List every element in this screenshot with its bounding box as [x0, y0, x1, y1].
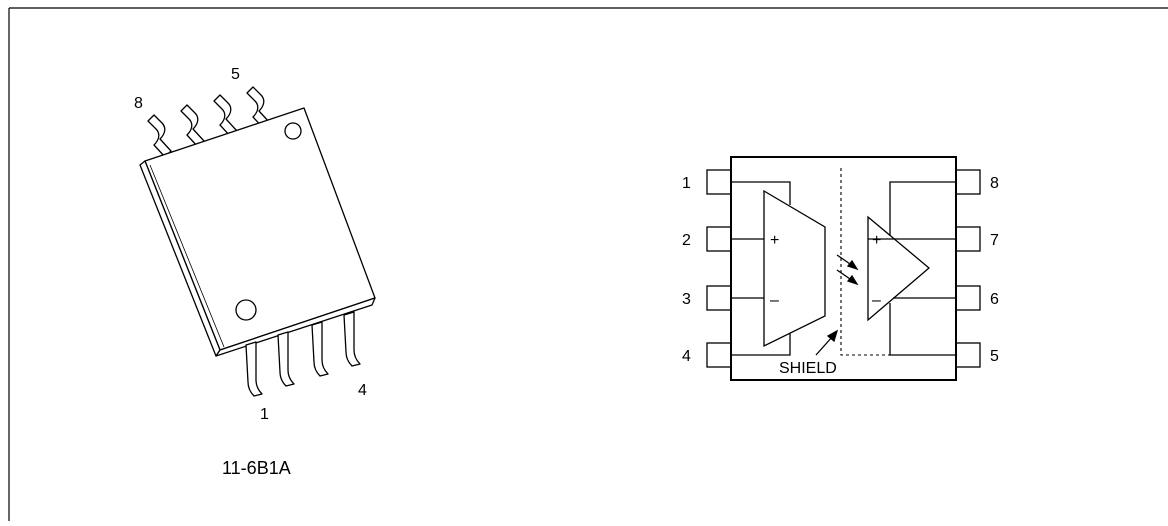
pin-box-2 — [706, 226, 732, 252]
orientation-dot — [284, 122, 302, 140]
pin-label-top-8: 8 — [134, 95, 143, 112]
pin-box-8 — [955, 169, 981, 195]
schematic-pin-label-3: 3 — [682, 291, 691, 308]
ic-body — [730, 156, 957, 381]
pin-box-3 — [706, 285, 732, 311]
top-lead-2 — [180, 104, 205, 148]
input-amp-minus-label: – — [770, 292, 779, 309]
schematic-pin-label-2: 2 — [682, 232, 691, 249]
schematic-pin-label-6: 6 — [990, 291, 999, 308]
package-part-code: 11-6B1A — [222, 458, 291, 478]
pin-label-bottom-4: 4 — [358, 382, 367, 399]
bottom-lead-4 — [343, 311, 361, 367]
schematic-pin-label-4: 4 — [682, 348, 691, 365]
pin-label-top-5: 5 — [231, 66, 240, 83]
pin-box-6 — [955, 285, 981, 311]
pin-label-bottom-1: 1 — [260, 406, 269, 423]
schematic-pin-label-5: 5 — [990, 348, 999, 365]
light-arrows-icon — [836, 254, 859, 286]
bottom-lead-3 — [311, 321, 329, 377]
wire-pin1 — [731, 181, 791, 205]
top-lead-3 — [213, 94, 238, 138]
bottom-lead-1 — [245, 341, 263, 397]
wire-pin8 — [889, 181, 956, 236]
input-amp-plus-label: + — [770, 232, 779, 249]
schematic-pin-label-7: 7 — [990, 232, 999, 249]
figure-border — [8, 7, 1168, 521]
top-lead-1 — [147, 114, 172, 158]
bottom-leads — [245, 311, 361, 397]
output-amp-plus-label: + — [872, 232, 881, 249]
output-amplifier — [867, 215, 931, 322]
bottom-lead-2 — [277, 331, 295, 387]
shield-line — [840, 168, 890, 356]
pin-box-4 — [706, 342, 732, 368]
wire-pin4 — [731, 333, 791, 356]
schematic-pin-label-1: 1 — [682, 175, 691, 192]
schematic-diagram — [706, 156, 981, 381]
pin1-indicator-dot — [235, 299, 257, 321]
schematic-pin-label-8: 8 — [990, 175, 999, 192]
pin-box-7 — [955, 226, 981, 252]
package-drawing — [139, 86, 376, 397]
input-amplifier — [763, 189, 826, 348]
shield-label: SHIELD — [779, 360, 837, 377]
wire-pin5 — [889, 303, 956, 356]
output-amp-minus-label: – — [872, 292, 881, 309]
top-leads — [147, 86, 271, 158]
package-body — [139, 107, 376, 357]
pin-box-1 — [706, 169, 732, 195]
pin-box-5 — [955, 342, 981, 368]
shield-pointer-arrow — [815, 329, 839, 356]
